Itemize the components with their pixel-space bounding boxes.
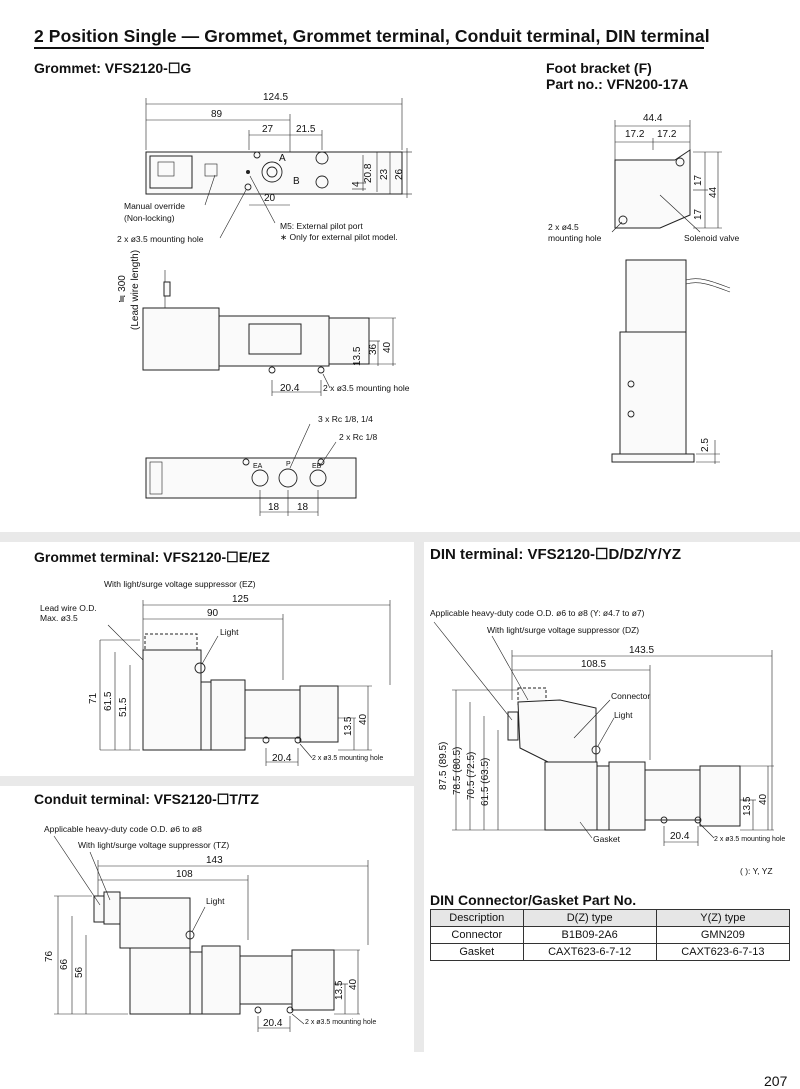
din-dim-70-5: 70.5 (72.5) [466,751,477,800]
section-divider [0,532,800,542]
din-dim-40: 40 [758,793,769,805]
cell-dz: B1B09-2A6 [522,926,657,944]
ct-light-label: Light [206,896,225,906]
din-dim-61-5: 61.5 (63.5) [480,757,491,806]
table-row: Gasket CAXT623-6-7-12 CAXT623-6-7-13 [430,943,791,961]
port-a: A [279,153,286,164]
col-yz-type: Y(Z) type [655,909,791,927]
page-number: 207 [764,1073,788,1089]
fb-dim-17-2-a: 17.2 [625,129,645,140]
page-title: 2 Position Single — Grommet, Grommet ter… [34,26,710,46]
gt-dim-125: 125 [232,594,249,605]
gt-dim-20-4: 20.4 [272,753,292,764]
m5-pilot-note: ∗ Only for external pilot model. [280,232,398,242]
manual-override-label: Manual override [124,201,185,211]
gt-light-label: Light [220,627,239,637]
gt-lead-max: Max. ø3.5 [40,613,78,623]
din-parts-title: DIN Connector/Gasket Part No. [430,892,637,908]
din-dim-20-4: 20.4 [670,831,690,842]
section-divider-2 [0,776,414,786]
din-dim-108-5: 108.5 [581,659,607,670]
din-note: ( ): Y, YZ [740,866,773,876]
din-dim-87-5: 87.5 (89.5) [438,741,449,790]
ct-dim-143: 143 [206,855,223,866]
din-mounting-hole: 2 x ø3.5 mounting hole [714,836,786,843]
din-connector-label: Connector [611,691,651,701]
dim-124-5: 124.5 [263,92,289,103]
din-parts-table: Description D(Z) type Y(Z) type Connecto… [430,909,791,961]
ct-suppressor: With light/surge voltage suppressor (TZ) [78,840,230,850]
fb-hole-label-1: 2 x ø4.5 [548,222,579,232]
port-p: P [286,461,291,468]
non-locking-label: (Non-locking) [124,213,175,223]
conduit-terminal-title: Conduit terminal: VFS2120-☐T/TZ [34,791,259,807]
din-terminal-title: DIN terminal: VFS2120-☐D/DZ/Y/YZ [430,546,682,563]
ct-mounting-hole: 2 x ø3.5 mounting hole [305,1019,377,1026]
gt-dim-90: 90 [207,608,219,619]
rc-ports-2-label: 2 x Rc 1/8 [339,432,378,442]
ct-dim-20-4: 20.4 [263,1018,283,1029]
fb-dim-17-2-b: 17.2 [657,129,677,140]
din-light-label: Light [614,710,633,720]
mounting-hole-label: 2 x ø3.5 mounting hole [117,234,204,244]
din-dim-78-5: 78.5 (80.5) [452,746,463,795]
col-description: Description [430,909,524,927]
col-dz-type: D(Z) type [522,909,657,927]
ct-code-od: Applicable heavy-duty code O.D. ø6 to ø8 [44,824,202,834]
dim-18-b: 18 [297,502,309,513]
din-suppressor: With light/surge voltage suppressor (DZ) [487,625,640,635]
cell-description: Gasket [430,943,524,961]
rc-ports-label: 3 x Rc 1/8, 1/4 [318,414,373,424]
foot-bracket-part-no: Part no.: VFN200-17A [546,76,689,92]
din-dim-143-5: 143.5 [629,645,655,656]
gt-lead-od: Lead wire O.D. [40,603,97,613]
foot-bracket-title: Foot bracket (F) [546,60,652,76]
gt-suppressor-label: With light/surge voltage suppressor (EZ) [104,579,256,589]
title-rule [34,47,704,49]
gt-mounting-hole: 2 x ø3.5 mounting hole [312,755,384,762]
din-gasket-label: Gasket [593,834,620,844]
dim-21-5: 21.5 [296,124,316,135]
table-row: Connector B1B09-2A6 GMN209 [430,926,791,944]
grommet-title: Grommet: VFS2120-☐G [34,60,192,76]
cell-description: Connector [430,926,524,944]
ct-dim-108: 108 [176,869,193,880]
fb-solenoid-label: Solenoid valve [684,233,740,243]
cell-yz: GMN209 [655,926,791,944]
dim-20: 20 [264,193,276,204]
m5-pilot-port-label: M5: External pilot port [280,221,363,231]
dim-27: 27 [262,124,274,135]
dim-20-4: 20.4 [280,383,300,394]
grommet-terminal-title: Grommet terminal: VFS2120-☐E/EZ [34,549,270,565]
dim-89: 89 [211,109,223,120]
port-ea: EA [253,463,263,470]
port-eb: EB [312,463,322,470]
cell-dz: CAXT623-6-7-12 [522,943,657,961]
fb-dim-44-4: 44.4 [643,113,663,124]
mounting-hole-side-label: 2 x ø3.5 mounting hole [323,383,410,393]
port-b: B [293,176,300,187]
din-code-od: Applicable heavy-duty code O.D. ø6 to ø8… [430,608,645,618]
fb-hole-label-2: mounting hole [548,233,602,243]
cell-yz: CAXT623-6-7-13 [655,943,791,961]
dim-18-a: 18 [268,502,280,513]
column-divider [414,532,424,1052]
din-dim-13-5: 13.5 [742,796,753,816]
